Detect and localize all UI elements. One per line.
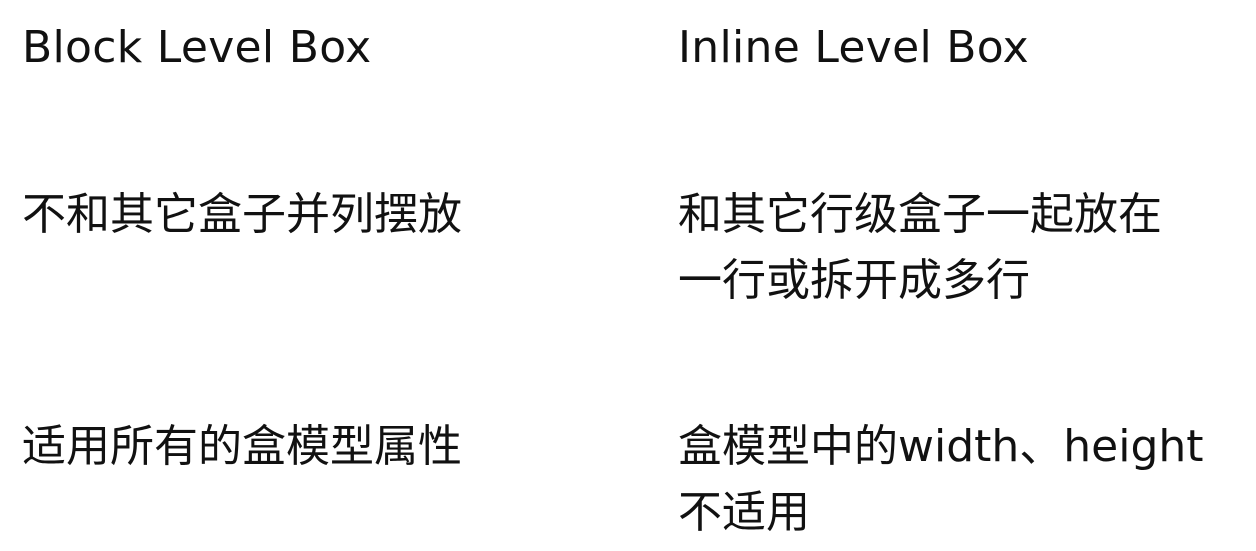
inline-level-point-layout: 和其它行级盒子一起放在 一行或拆开成多行: [678, 182, 1162, 314]
block-level-point-layout: 不和其它盒子并列摆放: [22, 182, 462, 248]
block-level-column: Block Level Box 不和其它盒子并列摆放 适用所有的盒模型属性: [22, 0, 642, 551]
block-level-point-layout-line: 不和其它盒子并列摆放: [22, 189, 462, 240]
inline-level-column: Inline Level Box 和其它行级盒子一起放在 一行或拆开成多行 盒模…: [678, 0, 1248, 551]
inline-level-point-box-model-line-2: 不适用: [678, 487, 810, 538]
block-level-heading: Block Level Box: [22, 22, 372, 73]
block-level-point-box-model-line: 适用所有的盒模型属性: [22, 421, 462, 472]
block-level-point-box-model: 适用所有的盒模型属性: [22, 414, 462, 480]
inline-level-point-box-model-line-1: 盒模型中的width、height: [678, 421, 1204, 472]
inline-level-point-layout-line-1: 和其它行级盒子一起放在: [678, 189, 1162, 240]
inline-level-heading: Inline Level Box: [678, 22, 1029, 73]
inline-level-point-layout-line-2: 一行或拆开成多行: [678, 255, 1030, 306]
inline-level-point-box-model: 盒模型中的width、height 不适用: [678, 414, 1204, 546]
